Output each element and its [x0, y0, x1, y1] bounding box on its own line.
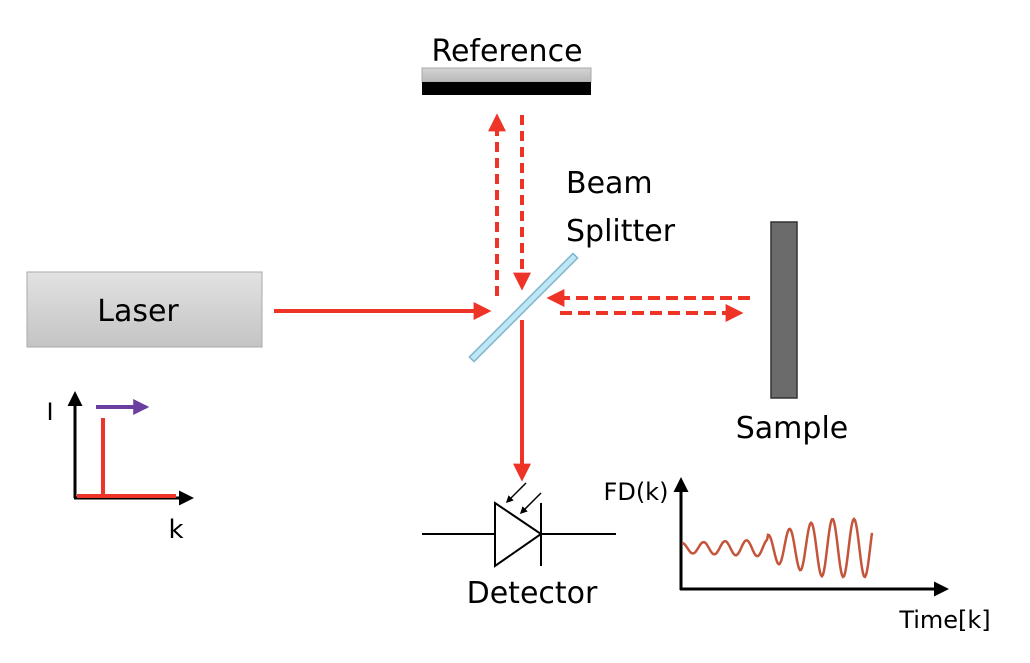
laser-box — [26, 271, 263, 348]
reference-mirror-surface — [421, 67, 592, 83]
sample-label: Sample — [736, 411, 849, 446]
reference-label: Reference — [431, 34, 582, 69]
spectrum-y-label: I — [46, 398, 53, 426]
signal-y-label: FD(k) — [604, 478, 669, 506]
beam-splitter-highlight — [470, 254, 577, 361]
reference-mirror-back — [422, 82, 591, 95]
signal-plot: FD(k) Time[k] — [604, 477, 991, 634]
sample-block — [770, 221, 798, 399]
laser-label: Laser — [97, 294, 179, 329]
signal-x-label: Time[k] — [898, 606, 990, 634]
detector-label: Detector — [467, 576, 598, 611]
spectrum-plot: I k — [46, 391, 194, 545]
beam-splitter-label-2: Splitter — [566, 214, 676, 249]
beam-splitter-label-1: Beam — [566, 166, 653, 201]
signal-wave — [681, 517, 874, 579]
detector-icon — [422, 482, 616, 568]
spectrum-x-label: k — [168, 515, 183, 545]
